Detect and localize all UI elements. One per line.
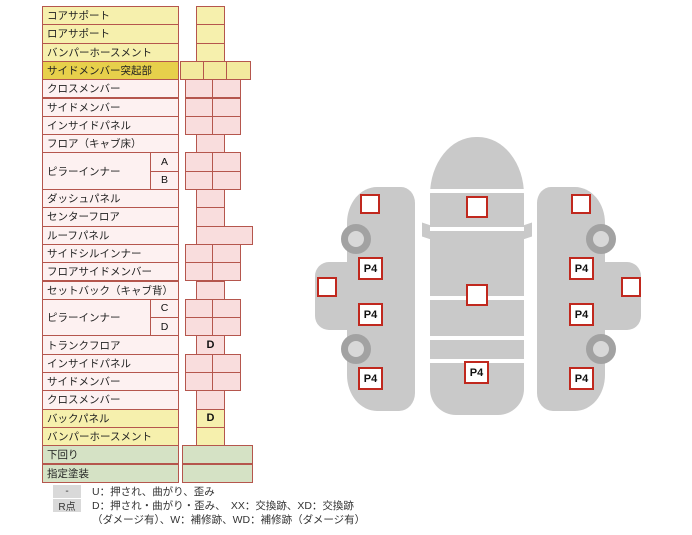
- car-left-side-fender: [315, 262, 351, 330]
- damage-cell: [185, 298, 213, 319]
- row-label: バックパネル: [42, 408, 179, 428]
- car-top-view-body: [430, 137, 524, 415]
- damage-cell: [212, 152, 241, 172]
- legend-line-3: （ダメージ有）、W：補修跡、WD：補修跡（ダメージ有）: [48, 512, 365, 526]
- damage-cell: [196, 189, 225, 209]
- damage-cell: [185, 262, 213, 282]
- wheel-icon: [586, 224, 616, 254]
- right-mirror-icon: [523, 222, 532, 240]
- damage-cell: [182, 463, 253, 483]
- row-label: サイドシルインナー: [42, 243, 179, 264]
- row-label: センターフロア: [42, 207, 179, 227]
- damage-cell: [196, 207, 225, 227]
- row-label: フロア（キャブ床）: [42, 134, 179, 154]
- damage-cell: [196, 426, 225, 447]
- damage-cell: [185, 353, 213, 373]
- damage-cell: [196, 134, 225, 154]
- damage-cell: [196, 24, 225, 44]
- damage-cell: [196, 6, 225, 26]
- car-right-side-body: [537, 187, 605, 411]
- row-label: クロスメンバー: [42, 390, 179, 410]
- legend-key-dash: -: [53, 484, 81, 498]
- row-label: ピラーインナー: [42, 298, 151, 337]
- car-right-side-fender: [605, 262, 641, 330]
- row-label: サイドメンバー突起部: [42, 60, 179, 81]
- panel-divider: [430, 227, 524, 231]
- wheel-icon: [586, 334, 616, 364]
- damage-cell: [212, 79, 241, 99]
- left-mirror-icon: [422, 222, 431, 240]
- row-label: ダッシュパネル: [42, 189, 179, 209]
- row-label: インサイドパネル: [42, 353, 179, 373]
- damage-cell: [212, 97, 241, 117]
- row-label: バンパーホースメント: [42, 426, 179, 447]
- damage-cell: [180, 60, 204, 81]
- damage-cell: [212, 317, 241, 337]
- damage-cell: [212, 115, 241, 136]
- sub-label: C: [150, 298, 179, 319]
- damage-cell: [185, 97, 213, 117]
- row-label: サイドメンバー: [42, 97, 179, 117]
- row-label: サイドメンバー: [42, 372, 179, 392]
- row-label: ロアサポート: [42, 24, 179, 44]
- row-label: フロアサイドメンバー: [42, 262, 179, 282]
- row-label: セットバック（キャブ背）: [42, 280, 179, 300]
- legend-line-1: - U：押され、曲がり、歪み: [48, 484, 215, 498]
- damage-cell: [212, 353, 241, 373]
- row-label: 下回り: [42, 445, 179, 465]
- row-label: トランクフロア: [42, 335, 179, 355]
- damage-cell: [212, 372, 241, 392]
- damage-cell: [185, 243, 213, 264]
- wheel-icon: [341, 334, 371, 364]
- car-left-side-body: [347, 187, 415, 411]
- legend-text-1: U：押され、曲がり、歪み: [92, 485, 215, 498]
- legend-text-3: （ダメージ有）、W：補修跡、WD：補修跡（ダメージ有）: [92, 513, 366, 526]
- damage-cell: [203, 60, 227, 81]
- damage-cell: [182, 445, 253, 465]
- row-label: ピラーインナー: [42, 152, 151, 190]
- damage-cell: [226, 60, 251, 81]
- damage-cell: [212, 243, 241, 264]
- damage-cell: [185, 79, 213, 99]
- damage-cell: [212, 170, 241, 190]
- panel-divider: [430, 189, 524, 193]
- panel-divider: [430, 359, 524, 363]
- damage-cell: [196, 280, 225, 300]
- damage-cell: [196, 42, 225, 62]
- damage-cell: [185, 152, 213, 172]
- legend-key-rpoint: R点: [53, 498, 81, 513]
- damage-cell: D: [196, 335, 225, 355]
- damage-cell: [212, 262, 241, 282]
- row-label: インサイドパネル: [42, 115, 179, 136]
- row-label: コアサポート: [42, 6, 179, 26]
- row-label: バンパーホースメント: [42, 42, 179, 62]
- damage-cell: [212, 298, 241, 319]
- damage-cell: D: [196, 408, 225, 428]
- row-label: ルーフパネル: [42, 225, 179, 245]
- sub-label: D: [150, 317, 179, 337]
- damage-cell: [196, 390, 225, 410]
- sub-label: B: [150, 170, 179, 190]
- damage-table: コアサポートロアサポートバンパーホースメントサイドメンバー突起部クロスメンバーサ…: [42, 6, 257, 488]
- wheel-icon: [341, 224, 371, 254]
- panel-divider: [430, 296, 524, 300]
- damage-cell: [185, 372, 213, 392]
- damage-cell: [185, 317, 213, 337]
- damage-cell: [185, 115, 213, 136]
- legend-text-2: D：押され・曲がり・歪み、 XX：交換跡、XD：交換跡: [92, 499, 354, 512]
- damage-cell: [196, 225, 253, 245]
- sub-label: A: [150, 152, 179, 172]
- damage-cell: [185, 170, 213, 190]
- legend-line-2: R点 D：押され・曲がり・歪み、 XX：交換跡、XD：交換跡: [48, 498, 354, 513]
- row-label: クロスメンバー: [42, 79, 179, 99]
- row-label: 指定塗装: [42, 463, 179, 483]
- panel-divider: [430, 336, 524, 340]
